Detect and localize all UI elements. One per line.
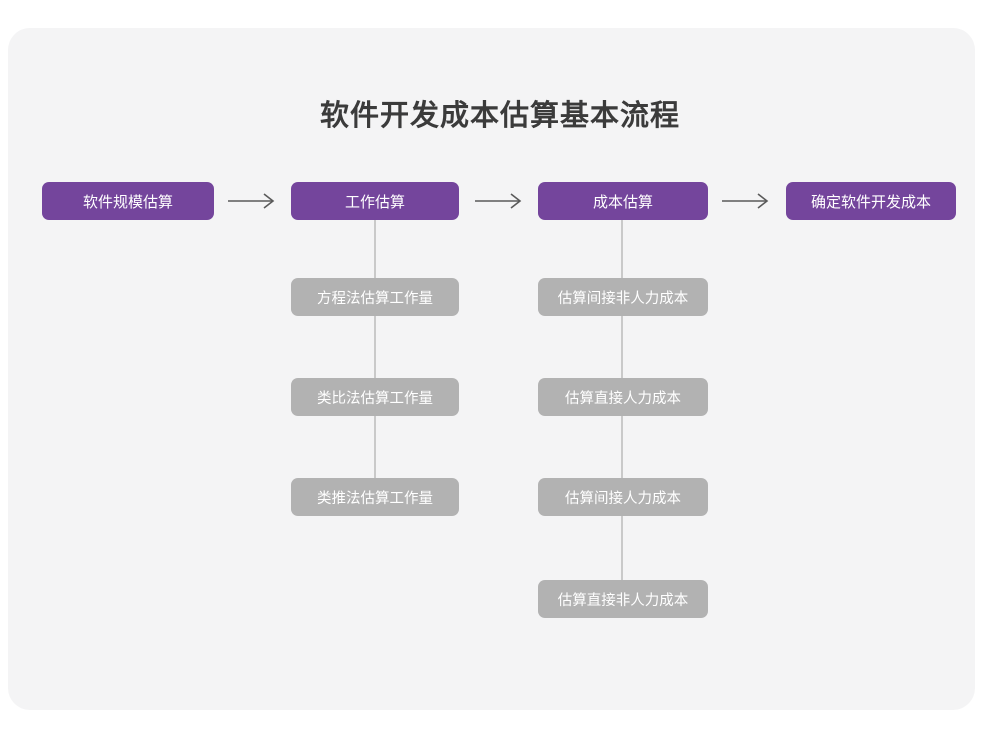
connector-work-2 — [374, 316, 376, 378]
branch-node-analogy-method-workload[interactable]: 类比法估算工作量 — [291, 378, 459, 416]
branch-node-direct-labor-cost[interactable]: 估算直接人力成本 — [538, 378, 708, 416]
connector-work-3 — [374, 416, 376, 478]
arrow-right-icon-1 — [228, 190, 278, 212]
connector-work-1 — [374, 220, 376, 280]
connector-cost-2 — [621, 316, 623, 378]
connector-cost-4 — [621, 516, 623, 580]
branch-node-direct-nonlabor-cost[interactable]: 估算直接非人力成本 — [538, 580, 708, 618]
branch-node-indirect-nonlabor-cost[interactable]: 估算间接非人力成本 — [538, 278, 708, 316]
connector-cost-1 — [621, 220, 623, 280]
branch-node-indirect-labor-cost[interactable]: 估算间接人力成本 — [538, 478, 708, 516]
branch-node-equation-method-workload[interactable]: 方程法估算工作量 — [291, 278, 459, 316]
diagram-card — [8, 28, 975, 710]
branch-node-inference-method-workload[interactable]: 类推法估算工作量 — [291, 478, 459, 516]
connector-cost-3 — [621, 416, 623, 478]
page-title: 软件开发成本估算基本流程 — [319, 100, 680, 132]
arrow-right-icon-3 — [722, 190, 772, 212]
arrow-right-icon-2 — [475, 190, 525, 212]
flow-node-determine-development-cost[interactable]: 确定软件开发成本 — [786, 182, 956, 220]
flow-node-work-estimation[interactable]: 工作估算 — [291, 182, 459, 220]
flow-node-cost-estimation[interactable]: 成本估算 — [538, 182, 708, 220]
flow-node-software-scale-estimation[interactable]: 软件规模估算 — [42, 182, 214, 220]
